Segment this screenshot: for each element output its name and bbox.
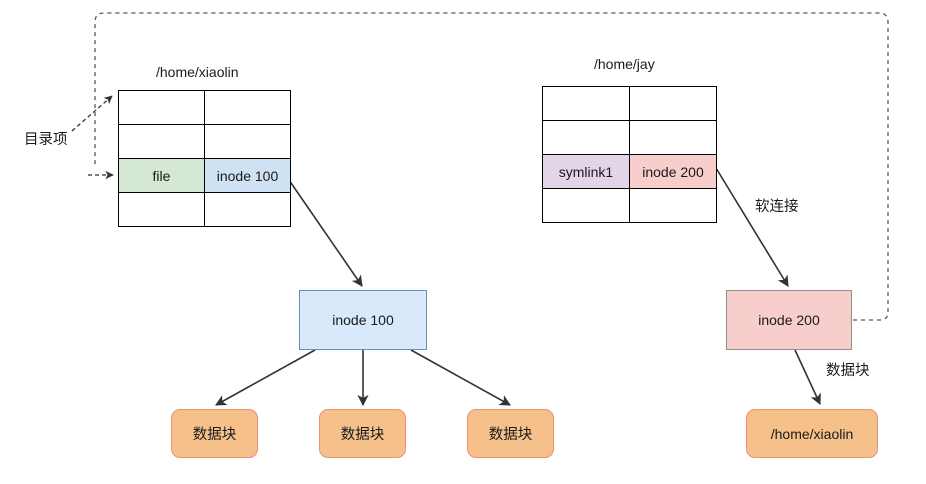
arrow-inode200-to-target-block bbox=[794, 349, 821, 406]
dir-name-cell-symlink1: symlink1 bbox=[542, 154, 630, 189]
arrow-dir-to-inode100 bbox=[288, 179, 363, 287]
inode-box-200: inode 200 bbox=[726, 290, 852, 350]
dir-entry-arrow-top bbox=[71, 95, 113, 132]
dir-name-cell-file: file bbox=[118, 158, 205, 193]
page-title-left: /home/xiaolin bbox=[156, 64, 239, 80]
data-block-2: 数据块 bbox=[319, 409, 406, 458]
dir-inode-cell bbox=[204, 90, 291, 125]
dir-inode-cell bbox=[204, 192, 291, 227]
dir-entry-label: 目录项 bbox=[24, 132, 68, 148]
soft-link-label: 软连接 bbox=[755, 199, 799, 215]
table-row bbox=[118, 124, 291, 159]
table-row bbox=[118, 192, 291, 227]
dir-name-cell bbox=[542, 188, 630, 223]
arrow-dir-to-inode200 bbox=[715, 167, 789, 287]
dir-inode-cell bbox=[204, 124, 291, 159]
dir-inode-cell bbox=[629, 120, 717, 155]
arrow-inode100-to-block3 bbox=[410, 349, 511, 406]
inode-box-100: inode 100 bbox=[299, 290, 427, 350]
table-row-highlighted: file inode 100 bbox=[118, 158, 291, 193]
dir-inode-cell-200: inode 200 bbox=[629, 154, 717, 189]
dir-name-cell bbox=[118, 90, 205, 125]
data-block-1: 数据块 bbox=[171, 409, 258, 458]
dir-name-cell bbox=[118, 124, 205, 159]
page-title-right: /home/jay bbox=[594, 56, 655, 72]
table-row bbox=[542, 120, 717, 155]
directory-table-right: symlink1 inode 200 bbox=[542, 86, 717, 223]
dir-inode-cell-100: inode 100 bbox=[204, 158, 291, 193]
table-row bbox=[542, 86, 717, 121]
data-block-note-label: 数据块 bbox=[826, 363, 870, 379]
data-block-symlink-target: /home/xiaolin bbox=[746, 409, 878, 458]
dir-inode-cell bbox=[629, 188, 717, 223]
dir-name-cell bbox=[118, 192, 205, 227]
table-row-highlighted: symlink1 inode 200 bbox=[542, 154, 717, 189]
directory-table-left: file inode 100 bbox=[118, 90, 291, 227]
dir-inode-cell bbox=[629, 86, 717, 121]
table-row bbox=[542, 188, 717, 223]
arrow-inode100-to-block1 bbox=[215, 349, 316, 406]
dir-name-cell bbox=[542, 86, 630, 121]
dir-name-cell bbox=[542, 120, 630, 155]
table-row bbox=[118, 90, 291, 125]
data-block-3: 数据块 bbox=[467, 409, 554, 458]
